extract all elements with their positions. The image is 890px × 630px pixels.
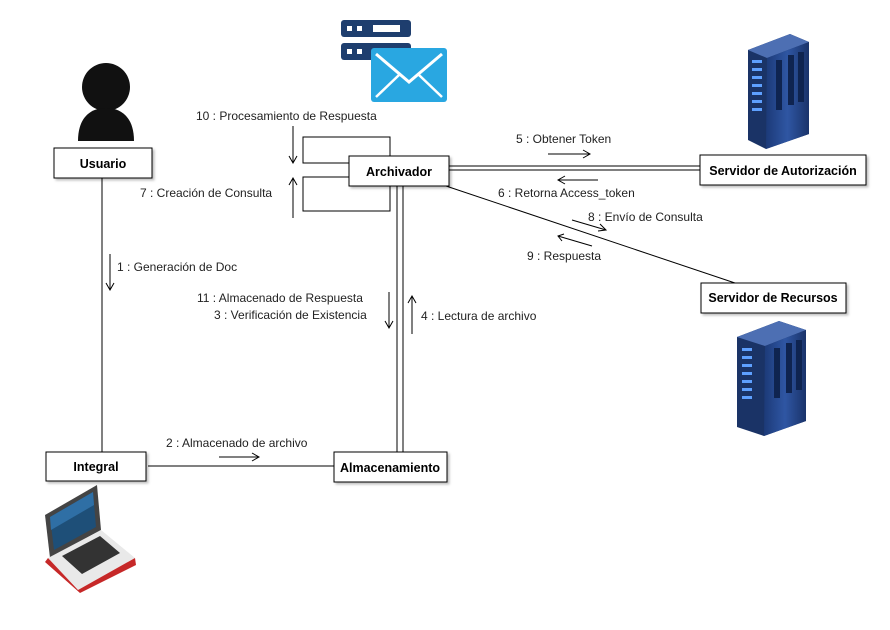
arrowhead-m2 [251,452,261,462]
arrowhead-m3 [384,320,394,330]
node-servidor-recursos-label: Servidor de Recursos [708,291,837,305]
label-m8: 8 : Envío de Consulta [588,210,703,224]
laptop-icon [45,485,136,593]
arrowhead-m1 [105,282,115,292]
user-icon [78,63,134,141]
label-m6: 6 : Retorna Access_token [498,186,635,200]
arrowhead-m8 [597,223,608,232]
message-arrows [105,126,608,462]
auth-server-icon [748,34,809,149]
arrow-m8 [571,219,607,231]
message-labels: 1 : Generación de Doc 2 : Almacenado de … [117,109,703,450]
node-almacenamiento-box[interactable] [333,451,448,483]
arrowhead-m4 [407,294,417,304]
node-usuario-box[interactable] [53,147,153,179]
arrowhead-m10 [288,155,298,165]
label-m10: 10 : Procesamiento de Respuesta [196,109,377,123]
resource-server-icon [737,321,806,436]
node-integral[interactable]: Integral [45,451,147,482]
node-servidor-autorizacion[interactable]: Servidor de Autorización [699,154,867,186]
label-m5: 5 : Obtener Token [516,132,611,146]
node-almacenamiento-label: Almacenamiento [340,461,440,475]
label-m3: 3 : Verificación de Existencia [214,308,367,322]
arrowhead-m6 [556,175,566,185]
arrow-m9 [557,235,593,247]
label-m2: 2 : Almacenado de archivo [166,436,308,450]
node-almacenamiento[interactable]: Almacenamiento [333,451,448,483]
node-archivador-label: Archivador [366,165,432,179]
self-loop-query [302,176,391,212]
node-servidor-recursos[interactable]: Servidor de Recursos [700,282,847,314]
node-usuario[interactable]: Usuario [53,147,153,179]
arrowhead-m9 [557,233,565,242]
label-m1: 1 : Generación de Doc [117,260,237,274]
node-integral-box[interactable] [45,451,147,482]
node-usuario-label: Usuario [80,157,127,171]
link-archivador-recursos [445,185,736,284]
node-servidor-autorizacion-box[interactable] [699,154,867,186]
node-servidor-recursos-box[interactable] [700,282,847,314]
label-m7: 7 : Creación de Consulta [140,186,272,200]
arrowhead-m5 [582,149,592,159]
connection-lines [101,136,736,467]
self-loop-processing [302,136,391,164]
arrowhead-m7 [288,176,298,186]
label-m9: 9 : Respuesta [527,249,601,263]
mail-server-icon [341,20,447,102]
node-archivador-box[interactable] [348,155,450,187]
label-m4: 4 : Lectura de archivo [421,309,537,323]
node-integral-label: Integral [73,460,118,474]
node-archivador[interactable]: Archivador [348,155,450,187]
label-m11: 11 : Almacenado de Respuesta [197,291,363,305]
node-servidor-autorizacion-label: Servidor de Autorización [709,164,856,178]
